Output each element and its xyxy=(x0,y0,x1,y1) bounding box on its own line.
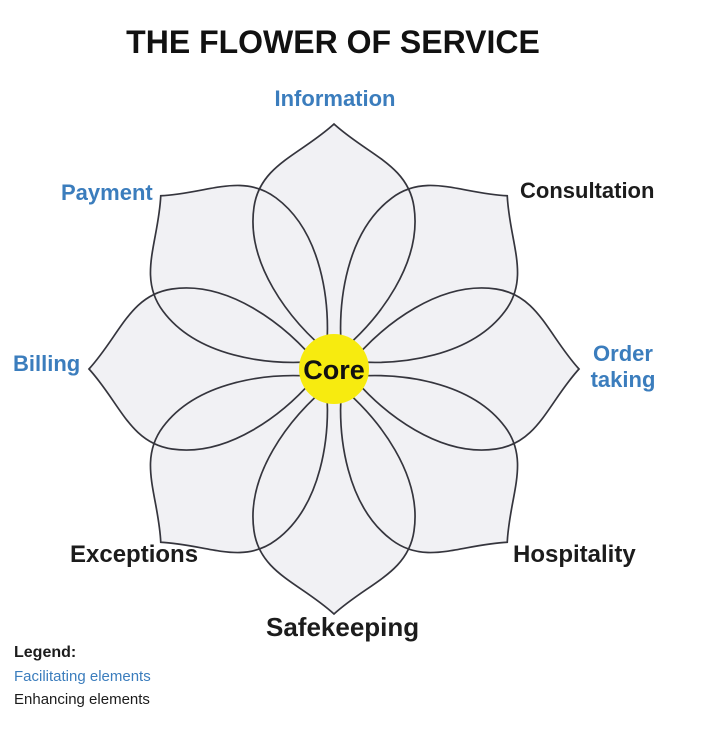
core-label: Core xyxy=(303,355,365,385)
petal-label-information: Information xyxy=(274,86,396,111)
legend: Legend: Facilitating elements Enhancing … xyxy=(14,644,151,714)
core-circle xyxy=(299,334,369,404)
petal-label-payment: Payment xyxy=(61,180,153,205)
petal-label-consultation: Consultation xyxy=(520,178,655,203)
legend-item-facilitating: Facilitating elements xyxy=(14,668,151,685)
petal-label-hospitality: Hospitality xyxy=(513,541,636,568)
petal-label-exceptions: Exceptions xyxy=(70,541,199,568)
petal-label-billing: Billing xyxy=(13,351,81,376)
petal-label-safekeeping: Safekeeping xyxy=(266,612,420,642)
legend-heading: Legend: xyxy=(14,644,77,661)
page-title: THE FLOWER OF SERVICE xyxy=(126,24,540,60)
legend-item-enhancing: Enhancing elements xyxy=(14,691,150,708)
petal-label-order-taking: Order taking xyxy=(590,341,656,392)
